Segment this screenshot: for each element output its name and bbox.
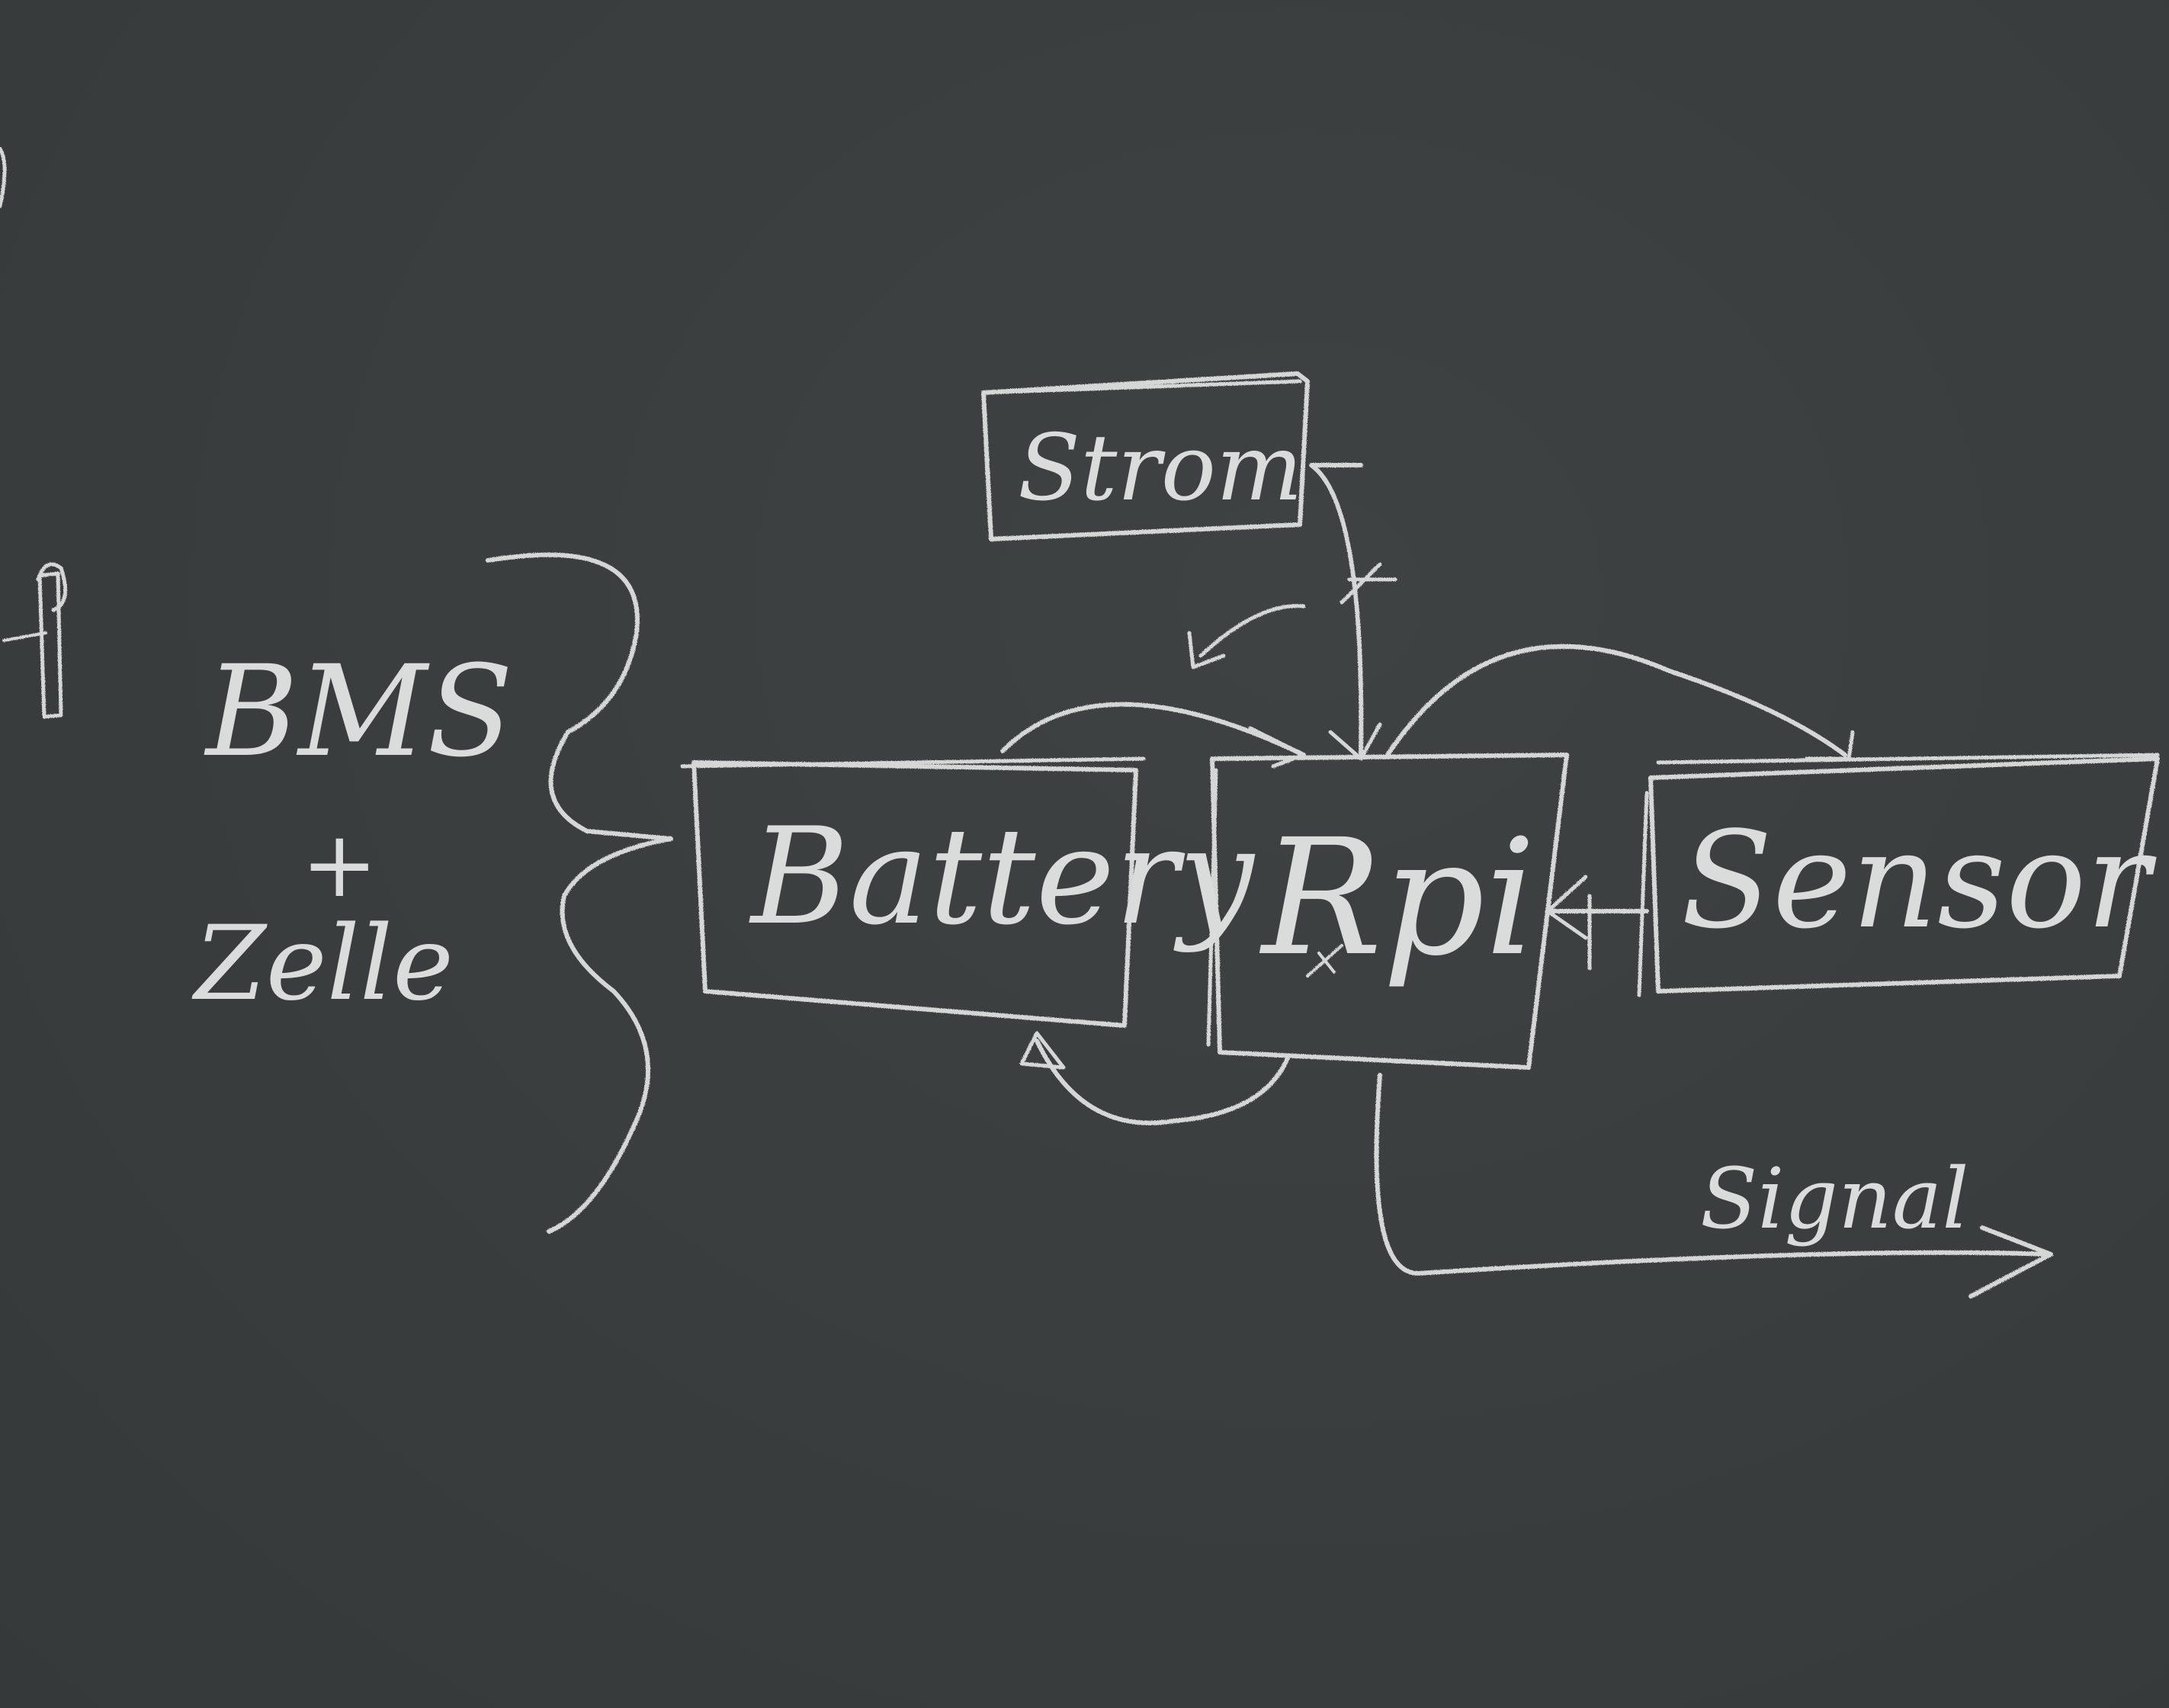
rpi-node: [1206, 753, 1569, 1070]
battery-rpi-loop-bottom: [1035, 1039, 1291, 1125]
curly-brace: [486, 552, 673, 1234]
rpi-sensor-arc: [1385, 644, 1847, 757]
doodle-figure: [0, 146, 68, 719]
sensor-node: [1637, 753, 2160, 997]
annotation-plus: +: [301, 812, 378, 918]
battery-node: [680, 756, 1146, 1028]
signal-output-line: [1374, 1073, 2053, 1276]
battery-rpi-arc: [1000, 702, 1306, 757]
annotation-zelle: Zelle: [191, 904, 454, 1023]
sensor-label: Sensor: [1681, 804, 2157, 958]
strom-node: [981, 371, 1310, 541]
strom-rpi-line: [1309, 463, 1364, 757]
rpi-label: Rpi: [1259, 804, 1536, 991]
rpi-battery-arrow: [1198, 604, 1306, 658]
signal-label: Signal: [1700, 1150, 1969, 1247]
strom-label: Strom: [1018, 416, 1303, 522]
battery-label: Battery: [749, 800, 1256, 955]
annotation-bms: BMS: [204, 638, 513, 785]
